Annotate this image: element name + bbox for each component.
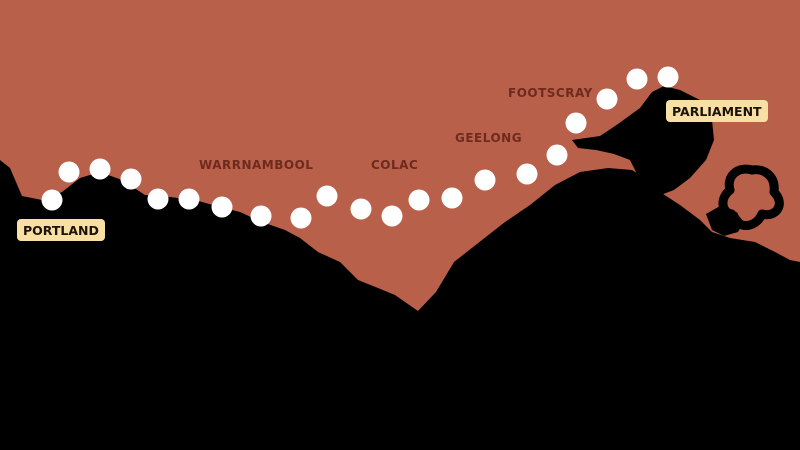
route-stop-11 [350,198,372,220]
route-stop-5 [147,188,169,210]
route-stop-13 [408,189,430,211]
route-stop-14 [441,187,463,209]
route-stop-16 [516,163,538,185]
route-stop-21 [657,66,679,88]
route-stop-2 [58,161,80,183]
place-label-geelong: GEELONG [455,131,523,145]
route-stop-6 [178,188,200,210]
route-stop-20 [626,68,648,90]
route-stop-1 [41,189,63,211]
route-stop-19 [596,88,618,110]
route-stop-12 [381,205,403,227]
westernport-land [706,206,744,236]
place-label-warrnambool: WARRNAMBOOL [199,158,314,172]
route-stop-17 [546,144,568,166]
route-stop-9 [290,207,312,229]
route-stop-8 [250,205,272,227]
place-label-footscray: FOOTSCRAY [508,86,593,100]
route-stop-4 [120,168,142,190]
start-badge-portland: PORTLAND [17,219,105,241]
place-label-colac: COLAC [371,158,419,172]
end-badge-parliament: PARLIAMENT [666,100,768,122]
route-stop-10 [316,185,338,207]
route-stop-3 [89,158,111,180]
route-stop-18 [565,112,587,134]
route-stop-15 [474,169,496,191]
route-stop-7 [211,196,233,218]
mainland [0,160,800,450]
